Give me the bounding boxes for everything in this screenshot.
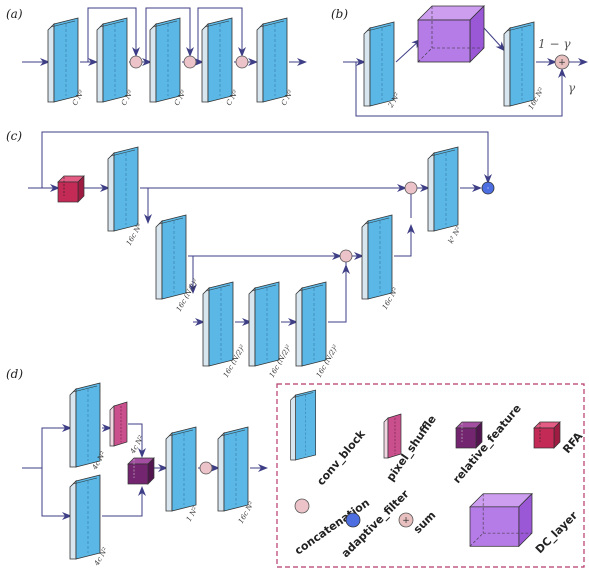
conv-block-a3 bbox=[149, 17, 181, 103]
panel-c-label: (c) bbox=[6, 129, 22, 143]
label-c7: k² N² bbox=[447, 225, 463, 245]
legend-conv-block-icon bbox=[290, 389, 317, 461]
conv-block-a1 bbox=[47, 17, 79, 103]
legend-adaptive-filter-icon bbox=[345, 512, 361, 528]
concat-node-a1 bbox=[129, 55, 143, 69]
concat-node-a2 bbox=[183, 55, 197, 69]
conv-block-b1 bbox=[363, 21, 395, 107]
conv-block-c3 bbox=[202, 281, 234, 367]
label-d4: 1 N² bbox=[185, 505, 200, 523]
conv-block-c7 bbox=[427, 146, 459, 232]
conv-block-d3 bbox=[165, 426, 197, 512]
legend: conv_block pixel_shuffle relative_featur… bbox=[276, 383, 586, 568]
concat-node-c1 bbox=[404, 181, 418, 195]
pixel-shuffle-d bbox=[109, 401, 128, 447]
conv-block-b2 bbox=[503, 21, 535, 107]
concat-node-a3 bbox=[235, 55, 249, 69]
panel-a: (a) C N² C N² C N² C N² C N² bbox=[6, 7, 307, 107]
sum-node-b-plus: + bbox=[558, 58, 566, 68]
conv-block-a5 bbox=[256, 17, 288, 103]
legend-sum: sum bbox=[411, 509, 438, 536]
legend-dc-layer-icon bbox=[469, 493, 533, 547]
legend-border bbox=[276, 383, 585, 568]
sum-node-b bbox=[554, 54, 570, 70]
legend-sum-icon bbox=[398, 512, 414, 528]
conv-block-d2 bbox=[69, 474, 101, 560]
legend-dc-layer: DC_layer bbox=[533, 509, 581, 557]
panel-a-label: (a) bbox=[6, 7, 23, 21]
label-d2: 4c N² bbox=[128, 434, 145, 456]
panel-d: (d) 4c N² 4c N² 4c N² 1 N² 16c N² bbox=[6, 367, 268, 568]
conv-block-d4 bbox=[217, 426, 249, 512]
conv-block-c5 bbox=[295, 281, 327, 367]
legend-rfa: RFA bbox=[560, 429, 585, 456]
conv-block-c1 bbox=[107, 146, 139, 232]
rfa-c bbox=[57, 175, 85, 203]
concat-node-d bbox=[199, 461, 213, 475]
panel-d-label: (d) bbox=[6, 367, 23, 381]
dc-layer-b bbox=[417, 5, 485, 63]
conv-block-c6 bbox=[361, 214, 393, 300]
gamma: γ bbox=[568, 81, 576, 95]
panel-c: (c) · 16 bbox=[6, 129, 495, 379]
conv-block-a4 bbox=[201, 17, 233, 103]
relative-feature-d bbox=[127, 457, 155, 485]
conv-block-d1 bbox=[69, 382, 101, 468]
adaptive-filter-node-c-dot: · bbox=[487, 184, 490, 193]
legend-sum-plus: + bbox=[402, 516, 410, 526]
legend-concatenation-icon bbox=[294, 498, 310, 514]
panel-b: (b) + 1 − γ γ 2 N² 16c N² bbox=[331, 5, 588, 117]
one-minus-gamma: 1 − γ bbox=[538, 37, 571, 51]
legend-pixel-shuffle-icon bbox=[383, 413, 402, 459]
adaptive-filter-node-c bbox=[481, 181, 495, 195]
concat-node-c2 bbox=[339, 249, 353, 263]
legend-rfa-icon bbox=[533, 421, 561, 449]
legend-conv-block: conv_block bbox=[314, 427, 368, 488]
conv-block-c4 bbox=[248, 281, 280, 367]
conv-block-c2 bbox=[155, 214, 187, 300]
conv-block-a2 bbox=[96, 17, 128, 103]
panel-b-label: (b) bbox=[331, 7, 348, 21]
